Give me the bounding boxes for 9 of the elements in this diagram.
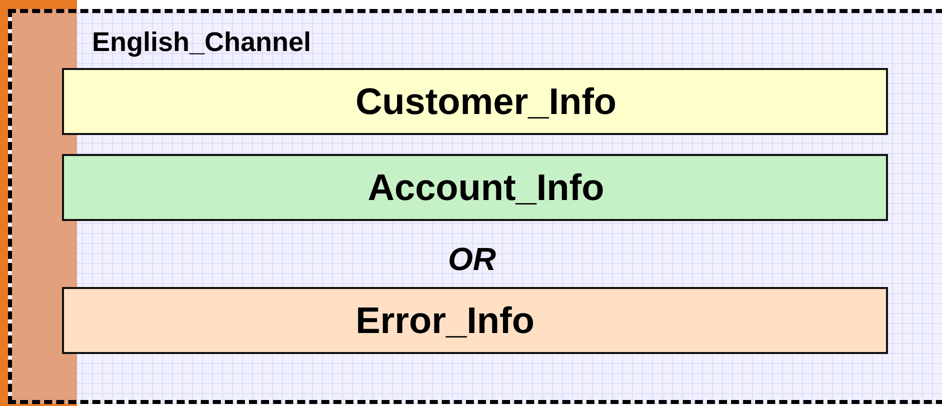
info-box [62, 68, 888, 135]
box-label: Customer_Info [355, 80, 617, 122]
group-container [8, 9, 942, 404]
group-title: English_Channel [92, 27, 312, 58]
box-label: Account_Info [368, 166, 604, 208]
separator-text: OR [447, 241, 497, 278]
box-label: Error_Info [356, 300, 534, 342]
info-box [62, 154, 888, 221]
info-box [62, 287, 888, 354]
